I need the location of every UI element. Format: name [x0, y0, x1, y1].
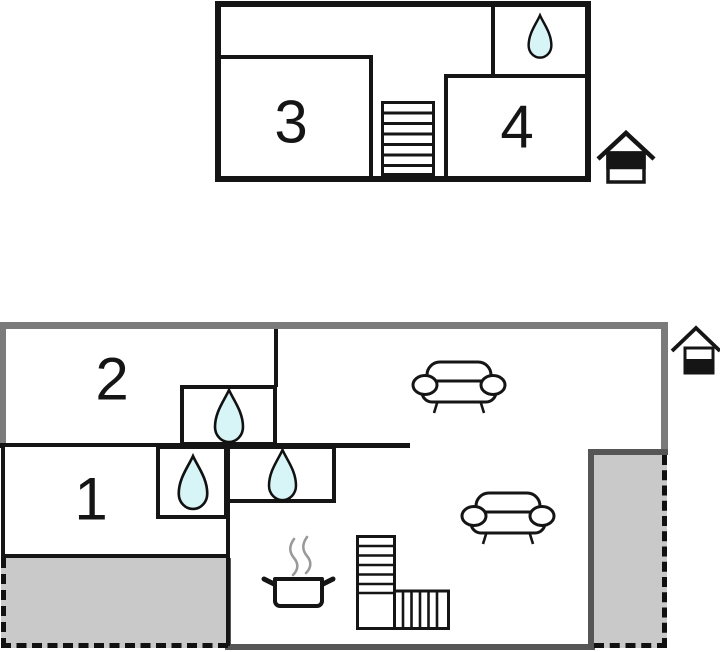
water-drop-icon	[177, 452, 209, 511]
staircase-icon	[381, 101, 435, 176]
ground-wall-top	[0, 322, 668, 329]
upper-wall-room4-left	[444, 74, 448, 176]
room-3-label: 3	[274, 88, 308, 156]
terrace-left	[1, 558, 228, 648]
ground-wall-corner-v	[588, 449, 594, 650]
upper-wall-room3-top	[221, 55, 373, 59]
ground-wall-left	[0, 322, 6, 446]
room-2-label: 2	[95, 345, 129, 413]
ground-wall-room2-right	[274, 329, 278, 387]
room-1-label: 1	[74, 465, 108, 533]
ground-wall-corner-h	[588, 449, 668, 455]
house-ground-floor-icon	[670, 325, 720, 375]
ground-wall-right	[661, 322, 668, 455]
upper-wall-room3-right	[369, 55, 373, 176]
water-drop-icon	[527, 12, 553, 59]
upper-wall-bathroom-left	[491, 6, 495, 78]
sofa-icon	[411, 360, 507, 414]
water-drop-icon	[213, 386, 245, 444]
l-staircase-icon	[356, 535, 450, 630]
upper-wall-room4-top	[444, 74, 585, 78]
house-upper-floor-icon	[596, 129, 656, 184]
sofa-icon	[460, 491, 556, 545]
ground-wall-kitchen-left	[226, 445, 230, 646]
terrace-right	[594, 455, 667, 648]
water-drop-icon	[267, 446, 298, 502]
cooking-pot-icon	[261, 535, 336, 608]
room-4-label: 4	[500, 93, 534, 161]
ground-wall-bottom	[225, 644, 595, 650]
